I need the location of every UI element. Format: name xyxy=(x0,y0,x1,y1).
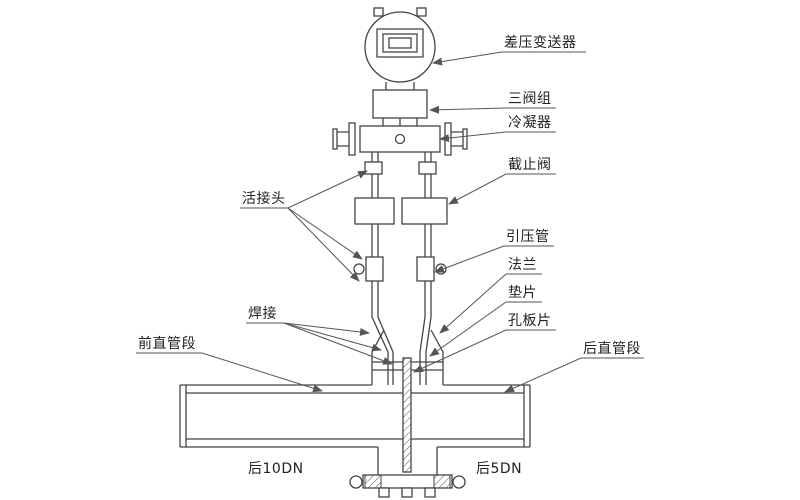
label-impulse-pipe: 引压管 xyxy=(506,229,550,245)
leader-condenser xyxy=(439,131,556,143)
label-manifold: 三阀组 xyxy=(508,91,552,107)
leader-transmitter xyxy=(432,51,586,66)
leader-lines xyxy=(136,51,644,393)
leader-weld-2 xyxy=(283,322,382,352)
label-stop-valve: 截止阀 xyxy=(508,157,552,173)
leader-impulse-pipe xyxy=(434,245,554,273)
label-front-pipe: 前直管段 xyxy=(138,335,196,352)
stop-valve-left-symbol xyxy=(354,197,395,225)
impulse-piping-symbol xyxy=(353,152,448,385)
label-dim-left: 后10DN xyxy=(248,461,304,477)
leader-front-pipe xyxy=(136,352,323,393)
label-dim-right: 后5DN xyxy=(476,461,522,477)
leader-manifold xyxy=(429,105,556,114)
leader-union-3 xyxy=(287,207,360,282)
label-condenser: 冷凝器 xyxy=(508,115,552,131)
leader-flange xyxy=(439,273,542,334)
label-flange: 法兰 xyxy=(508,257,537,273)
leader-orifice-plate xyxy=(413,329,556,373)
leader-union-2 xyxy=(287,207,363,260)
bottom-flange-symbol xyxy=(349,447,466,498)
main-pipe-symbol xyxy=(179,384,531,448)
label-rear-pipe: 后直管段 xyxy=(583,340,641,357)
label-orifice-plate: 孔板片 xyxy=(508,313,552,329)
leader-rear-pipe xyxy=(504,357,644,393)
condenser-symbol xyxy=(332,122,468,156)
manifold-symbol xyxy=(372,89,428,134)
label-transmitter: 差压变送器 xyxy=(504,35,577,51)
label-gasket: 垫片 xyxy=(508,285,537,301)
orifice-plate-symbol xyxy=(402,357,412,473)
stop-valve-right-symbol xyxy=(401,197,448,225)
transmitter-symbol xyxy=(364,7,436,90)
label-weld: 焊接 xyxy=(248,305,277,322)
labels: 差压变送器 三阀组 冷凝器 截止阀 引压管 法兰 垫片 孔板片 后直管段 活接头… xyxy=(138,35,641,477)
leader-stop-valve xyxy=(448,173,556,205)
label-union: 活接头 xyxy=(242,190,286,207)
leader-gasket xyxy=(429,301,542,357)
union-left-symbol xyxy=(365,256,384,282)
union-right-symbol xyxy=(416,256,435,282)
leader-weld-3 xyxy=(283,322,393,365)
